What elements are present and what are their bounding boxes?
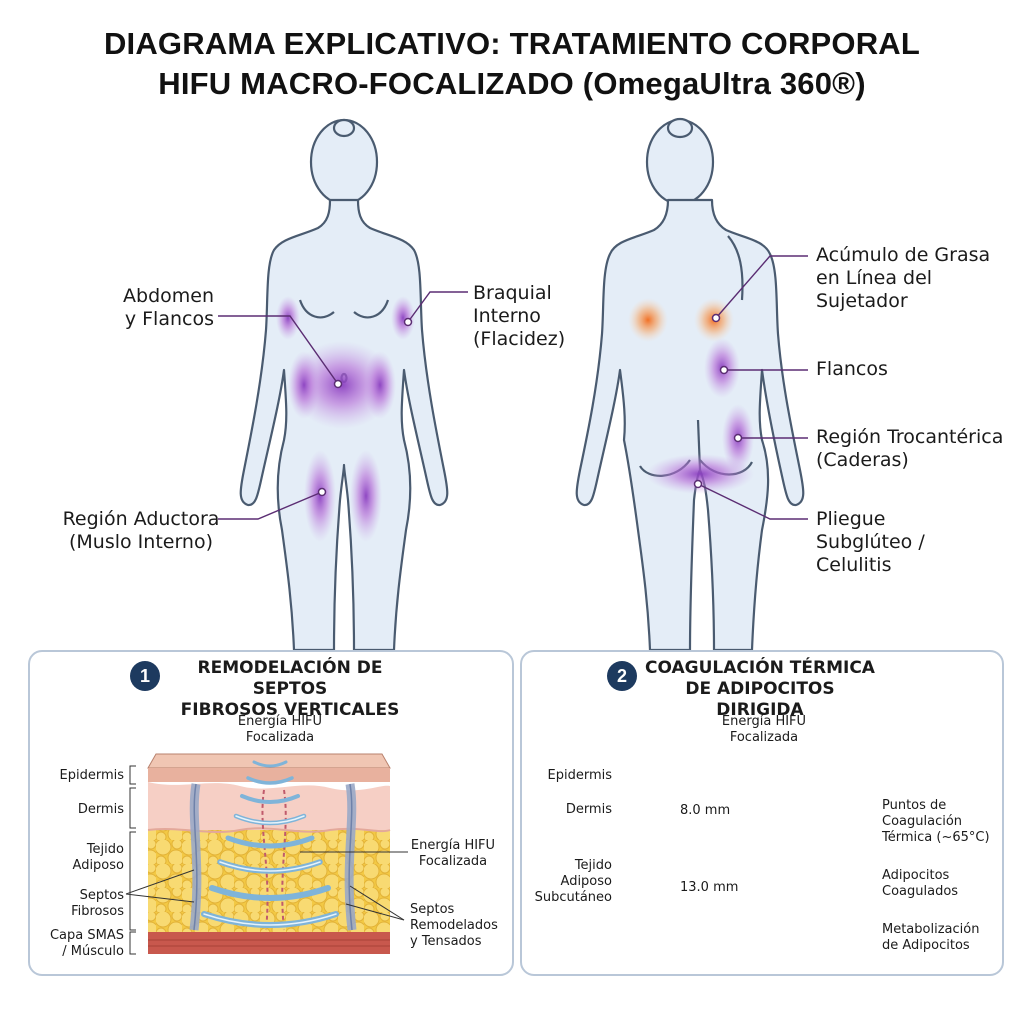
p1-label-smas: Capa SMAS / Músculo — [49, 928, 124, 959]
p1-label-remodelados: Septos Remodelados y Tensados — [410, 902, 498, 949]
p2-label-dermis: Dermis — [565, 802, 612, 817]
leader-lines — [218, 255, 808, 520]
p2-depth-2: 13.0 mm — [680, 880, 739, 895]
p2-label-metabolizacion: Metabolización de Adipocitos — [882, 922, 980, 953]
p2-depth-1: 8.0 mm — [680, 803, 731, 818]
label-aductora: Región Aductora (Muslo Interno) — [62, 508, 220, 553]
panel-coagulacion — [520, 650, 1004, 976]
label-abdomen: Abdomen y Flancos — [123, 285, 214, 330]
label-flancos: Flancos — [816, 358, 888, 380]
body-illustrations — [218, 117, 808, 652]
panel-1-badge: 1 — [130, 661, 160, 691]
p1-label-tejido: Tejido Adiposo — [72, 842, 124, 873]
panel-1-energy-top: Energía HIFU Focalizada — [237, 714, 323, 745]
p2-label-tejido: Tejido Adiposo Subcutáneo — [534, 858, 612, 905]
p1-label-septos: Septos Fibrosos — [71, 888, 124, 919]
p2-label-epidermis: Epidermis — [547, 768, 613, 783]
p2-label-puntos: Puntos de Coagulación Térmica (~65°C) — [882, 798, 990, 845]
p1-label-energy: Energía HIFU Focalizada — [410, 838, 496, 869]
panel-1-title: REMODELACIÓN DE SEPTOS FIBROSOS VERTICAL… — [180, 658, 400, 720]
leader-dots — [317, 313, 743, 497]
p1-label-epidermis: Epidermis — [59, 768, 125, 783]
panel-1-layers — [147, 753, 391, 954]
label-trocanterica: Región Trocantérica (Caderas) — [816, 426, 1004, 471]
p2-label-adipocitos: Adipocitos Coagulados — [882, 868, 959, 899]
title-line-1: DIAGRAMA EXPLICATIVO: TRATAMIENTO CORPOR… — [103, 26, 921, 61]
panel-2-energy-top: Energía HIFU Focalizada — [721, 714, 807, 745]
title-line-2: HIFU MACRO-FOCALIZADO (OmegaUltra 360®) — [158, 66, 866, 101]
p1-label-dermis: Dermis — [77, 802, 124, 817]
panel-2-badge: 2 — [607, 661, 637, 691]
label-sujetador: Acúmulo de Grasa en Línea del Sujetador — [816, 244, 991, 312]
label-subgluteo: Pliegue Subglúteo / Celulitis — [816, 508, 925, 576]
label-braquial: Braquial Interno (Flacidez) — [473, 282, 566, 350]
panel-2-title: COAGULACIÓN TÉRMICA DE ADIPOCITOS DIRIGI… — [645, 658, 875, 720]
